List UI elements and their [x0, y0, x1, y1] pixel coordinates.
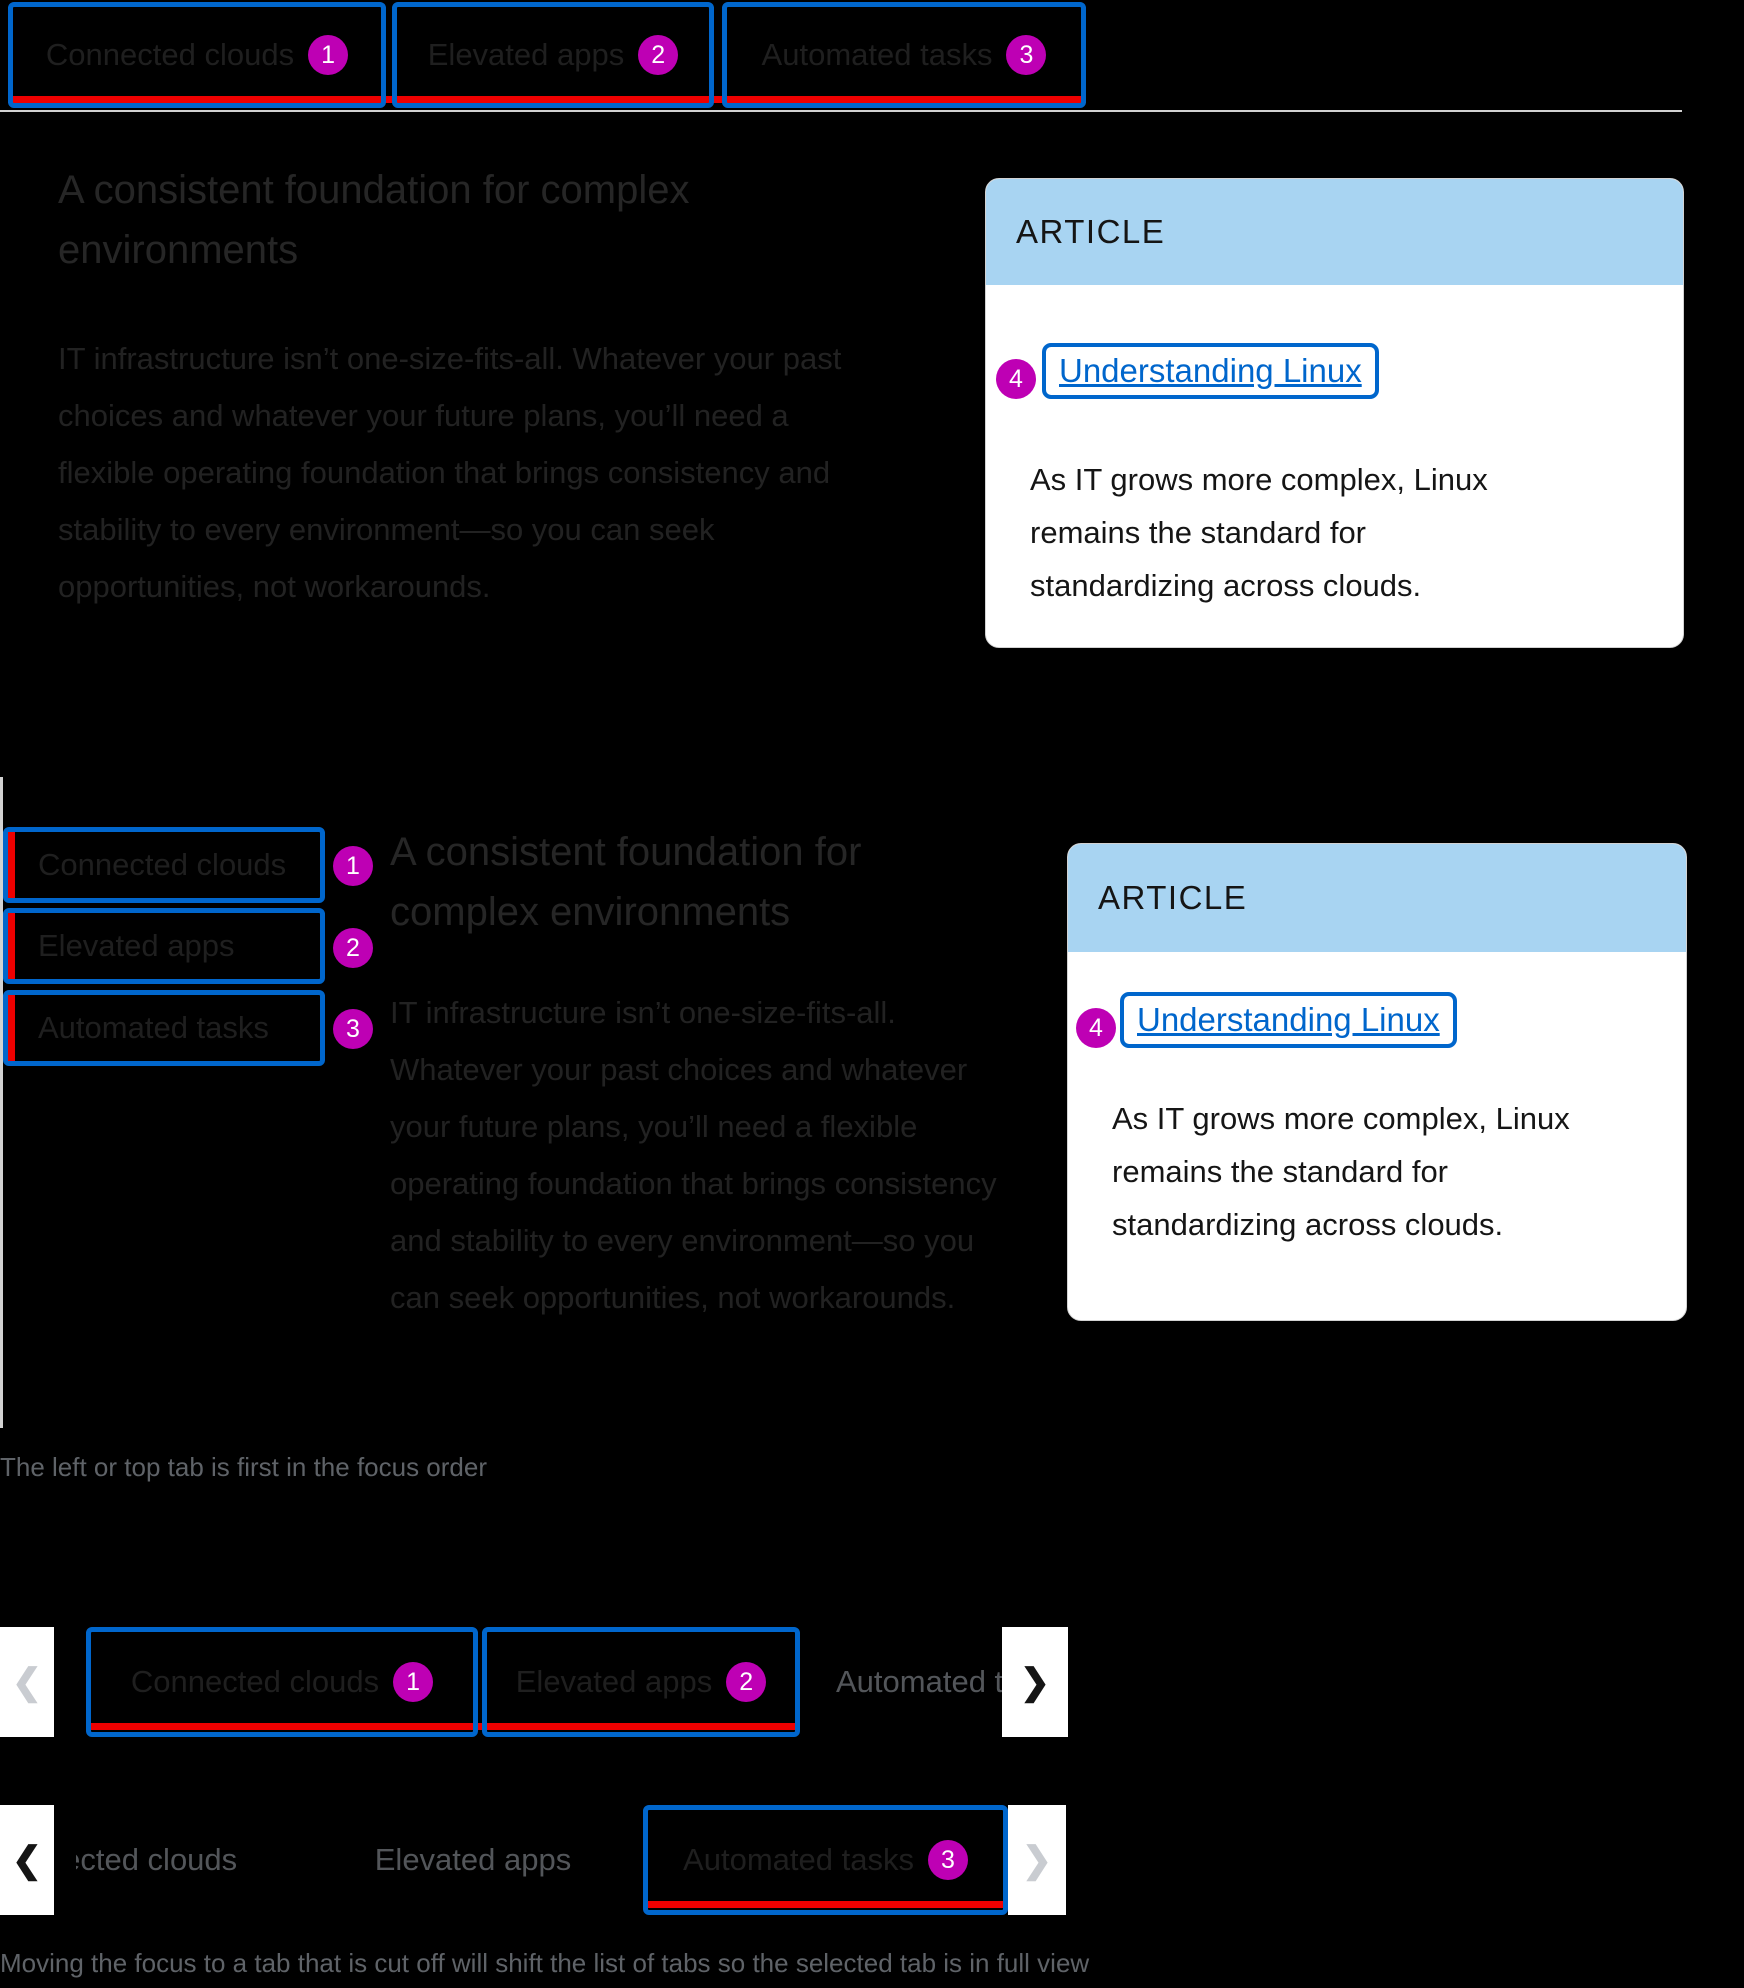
article-card-body: 4 Understanding Linux As IT grows more c… — [1068, 952, 1686, 1320]
tab-label: Connected clouds — [76, 1842, 238, 1877]
active-tab-indicator — [8, 832, 15, 898]
article-link[interactable]: Understanding Linux — [1137, 1001, 1440, 1038]
content-paragraph: IT infrastructure isn’t one-size-fits-al… — [390, 995, 997, 1316]
tab-elevated-apps[interactable]: Elevated apps — [366, 1805, 580, 1915]
content-heading: A consistent foundation for complex envi… — [390, 830, 862, 934]
article-description: As IT grows more complex, Linux remains … — [1112, 1101, 1570, 1242]
tab-automated-tasks[interactable]: Automated tasks 3 — [722, 2, 1086, 108]
article-link-focus-ring: Understanding Linux — [1042, 343, 1379, 399]
article-card: ARTICLE 4 Understanding Linux As IT grow… — [1067, 843, 1687, 1321]
active-tab-indicator — [8, 995, 15, 1061]
scroll-next-button[interactable]: ❯ — [1008, 1805, 1066, 1915]
content-paragraph: IT infrastructure isn’t one-size-fits-al… — [58, 341, 842, 605]
active-tab-underline — [88, 1723, 798, 1730]
content-heading: A consistent foundation for complex envi… — [58, 168, 690, 272]
active-tab-underline — [8, 96, 1086, 103]
tab-label: Automated tasks — [761, 37, 993, 72]
article-link-focus-ring: Understanding Linux — [1120, 992, 1457, 1048]
focus-order-badge-1: 1 — [393, 1662, 434, 1702]
chevron-right-icon: ❯ — [1021, 1839, 1053, 1880]
scroll-previous-button[interactable]: ❮ — [0, 1805, 54, 1915]
tab-label: Connected clouds — [130, 1664, 380, 1699]
vertical-tab-elevated-apps[interactable]: Elevated apps — [3, 908, 325, 984]
tab-automated-tasks-cut-off[interactable]: Automated tasks — [836, 1627, 1002, 1737]
active-tab-underline — [648, 1901, 1004, 1908]
vertical-tab-automated-tasks[interactable]: Automated tasks — [3, 990, 325, 1066]
focus-order-badge-4: 4 — [1076, 1008, 1116, 1048]
focus-order-badge-2: 2 — [726, 1662, 767, 1702]
tab-label: Connected clouds — [45, 37, 295, 72]
scroll-previous-button[interactable]: ❮ — [0, 1627, 54, 1737]
focus-order-caption: The left or top tab is first in the focu… — [0, 1452, 488, 1482]
chevron-left-icon: ❮ — [11, 1839, 43, 1880]
tab-label: Elevated apps — [427, 37, 625, 72]
chevron-right-icon: ❯ — [1019, 1661, 1051, 1702]
tab-label: Connected clouds — [38, 847, 287, 882]
focus-order-badge-2: 2 — [638, 35, 679, 75]
tab-automated-tasks[interactable]: Automated tasks 3 — [643, 1805, 1008, 1915]
tab-label: Automated tasks — [683, 1842, 914, 1877]
tab-elevated-apps[interactable]: Elevated apps 2 — [392, 2, 714, 108]
article-card-header: ARTICLE — [986, 179, 1683, 285]
active-tab-indicator — [8, 913, 15, 979]
chevron-left-icon: ❮ — [11, 1661, 43, 1702]
overflow-behavior-caption: Moving the focus to a tab that is cut of… — [0, 1948, 1090, 1978]
article-link[interactable]: Understanding Linux — [1059, 352, 1362, 389]
focus-order-badge-1: 1 — [308, 35, 349, 75]
tab-connected-clouds-cut-off[interactable]: Connected clouds — [76, 1805, 306, 1915]
article-card-header: ARTICLE — [1068, 844, 1686, 952]
article-eyebrow: ARTICLE — [1016, 213, 1166, 250]
horizontal-tab-bar: Connected clouds 1 Elevated apps 2 Autom… — [0, 0, 1682, 112]
overflow-tab-bar-end: Connected clouds Elevated apps Automated… — [0, 1805, 1088, 1915]
tab-label: Elevated apps — [38, 928, 235, 963]
focus-order-badge-2: 2 — [333, 928, 373, 968]
vertical-tab-rail — [0, 777, 3, 1428]
tab-connected-clouds[interactable]: Connected clouds 1 — [8, 2, 386, 108]
tab-label: Automated tasks — [38, 1010, 269, 1045]
tab-label: Automated tasks — [836, 1664, 1002, 1699]
article-description: As IT grows more complex, Linux remains … — [1030, 462, 1488, 603]
focus-order-badge-4: 4 — [996, 359, 1036, 399]
scroll-next-button[interactable]: ❯ — [1002, 1627, 1068, 1737]
focus-order-badge-3: 3 — [1006, 35, 1047, 75]
article-eyebrow: ARTICLE — [1098, 879, 1248, 916]
focus-order-badge-1: 1 — [333, 846, 373, 886]
tab-label: Elevated apps — [374, 1842, 572, 1877]
article-card-body: 4 Understanding Linux As IT grows more c… — [986, 285, 1683, 647]
tab-connected-clouds[interactable]: Connected clouds 1 — [86, 1627, 478, 1737]
tab-elevated-apps[interactable]: Elevated apps 2 — [482, 1627, 800, 1737]
overflow-tab-bar-start: Connected clouds 1 Elevated apps 2 Autom… — [0, 1627, 1088, 1737]
focus-order-badge-3: 3 — [333, 1009, 373, 1049]
article-card: ARTICLE 4 Understanding Linux As IT grow… — [985, 178, 1684, 648]
tab-label: Elevated apps — [515, 1664, 713, 1699]
focus-order-badge-3: 3 — [927, 1840, 968, 1880]
vertical-tab-connected-clouds[interactable]: Connected clouds — [3, 827, 325, 903]
